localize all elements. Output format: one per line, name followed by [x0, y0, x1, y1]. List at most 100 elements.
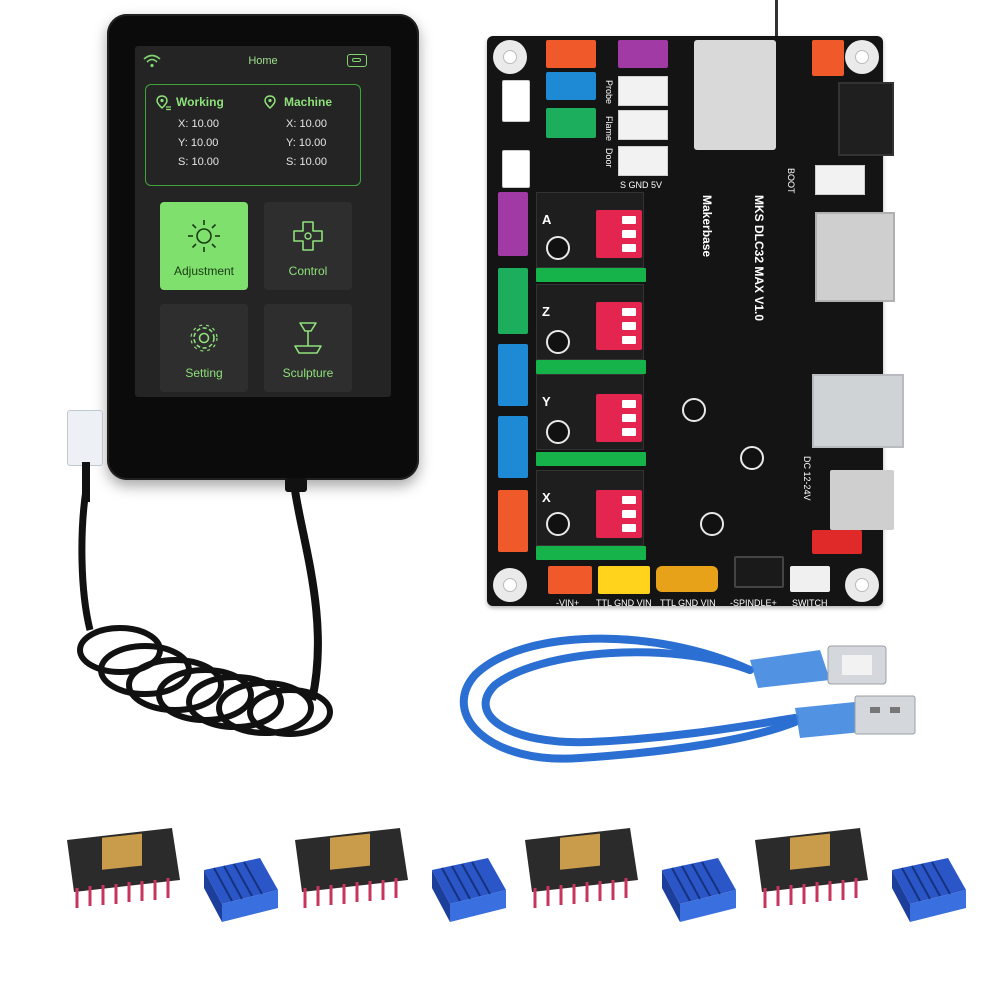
ttl-label-1: TTL GND VIN — [596, 598, 652, 608]
pin-header — [536, 452, 646, 466]
door-connector — [618, 146, 668, 176]
heatsink — [432, 858, 506, 922]
setting-tile[interactable]: Setting — [160, 304, 248, 392]
capacitor — [546, 420, 570, 444]
stepper-driver — [755, 828, 868, 908]
pin-header — [536, 360, 646, 374]
xt-connector — [656, 566, 718, 592]
spindle-label: -SPINDLE+ — [730, 598, 777, 608]
machine-s: S: 10.00 — [286, 156, 327, 168]
mounting-hole — [493, 568, 527, 602]
fuse-holder — [812, 530, 862, 554]
stepper-driver — [295, 828, 408, 908]
status-bar: Home — [135, 46, 391, 76]
green-connector — [546, 108, 596, 138]
capacitor — [682, 398, 706, 422]
location-pin-icon — [156, 95, 171, 111]
mounting-hole — [845, 40, 879, 74]
cable-stub — [82, 462, 90, 502]
probe-label: Probe — [604, 80, 614, 105]
position-panel: Working X: 10.00 Y: 10.00 S: 10.00 Machi… — [145, 84, 361, 186]
spindle-terminal — [734, 556, 784, 588]
mounting-hole — [493, 40, 527, 74]
screen-title: Home — [248, 55, 278, 67]
heatsink — [892, 858, 966, 922]
sun-icon — [188, 220, 220, 252]
rj-connector — [67, 410, 103, 466]
connection-icon[interactable] — [347, 54, 367, 67]
boot-connector — [815, 165, 865, 195]
x-motor-connector — [498, 490, 528, 552]
capacitor — [740, 446, 764, 470]
vin-label: -VIN+ — [556, 598, 580, 608]
stepper-driver — [67, 828, 180, 908]
sculpture-tile[interactable]: Sculpture — [264, 304, 352, 392]
board-model: MKS DLC32 MAX V1.0 — [752, 195, 766, 322]
dip-switch[interactable] — [596, 210, 642, 258]
white-side-connector — [502, 80, 530, 122]
gear-icon — [190, 324, 218, 352]
wifi-module — [694, 40, 776, 150]
sculpture-label: Sculpture — [282, 366, 334, 380]
working-coordinates: Working X: 10.00 Y: 10.00 S: 10.00 — [154, 95, 254, 168]
adjustment-tile[interactable]: Adjustment — [160, 202, 248, 290]
heatsink — [662, 858, 736, 922]
ttl-connector — [598, 566, 650, 594]
wifi-icon — [143, 54, 161, 68]
control-label: Control — [288, 264, 328, 278]
a-motor-connector — [498, 192, 528, 256]
sgnd-label: S GND 5V — [620, 180, 663, 190]
capacitor — [546, 512, 570, 536]
usb-cable — [459, 634, 916, 763]
board-brand: Makerbase — [700, 195, 714, 258]
stepper-driver — [525, 828, 638, 908]
mounting-hole — [845, 568, 879, 602]
y2-motor-connector — [498, 344, 528, 406]
dip-switch[interactable] — [596, 490, 642, 538]
switch-label: SWITCH — [792, 598, 828, 608]
switch-connector — [790, 566, 830, 592]
usb-port — [812, 374, 904, 448]
capacitor — [546, 236, 570, 260]
pin-header — [536, 268, 646, 282]
axis-label-a: A — [542, 212, 552, 227]
ttl-label-2: TTL GND VIN — [660, 598, 716, 608]
power-label: DC 12-24V — [802, 456, 812, 501]
power-jack — [838, 82, 894, 156]
machine-x: X: 10.00 — [286, 118, 327, 130]
capacitor — [546, 330, 570, 354]
vin-connector — [548, 566, 592, 594]
z-motor-connector — [498, 268, 528, 334]
capacitor — [700, 512, 724, 536]
working-x: X: 10.00 — [178, 118, 219, 130]
working-y: Y: 10.00 — [178, 137, 219, 149]
white-side-connector — [502, 150, 530, 188]
axis-label-z: Z — [542, 304, 550, 319]
axis-label-y: Y — [542, 394, 551, 409]
machine-coordinates: Machine X: 10.00 Y: 10.00 S: 10.00 — [262, 95, 362, 168]
laser-engrave-icon — [294, 322, 322, 354]
working-s: S: 10.00 — [178, 156, 219, 168]
dip-switch[interactable] — [596, 394, 642, 442]
flame-label: Flame — [604, 116, 614, 142]
location-pin-icon — [264, 95, 276, 110]
orange-connector — [546, 40, 596, 68]
touch-screen-display: Home Working X: 10.00 Y: 10.00 S: 10.00 — [135, 46, 391, 397]
door-label: Door — [604, 148, 614, 168]
setting-label: Setting — [185, 366, 223, 380]
control-tile[interactable]: Control — [264, 202, 352, 290]
heatsink — [204, 858, 278, 922]
dip-switch[interactable] — [596, 302, 642, 350]
working-heading: Working — [154, 95, 254, 111]
usb-b-plug — [750, 645, 887, 688]
y1-motor-connector — [498, 416, 528, 478]
axis-label-x: X — [542, 490, 551, 505]
dc-input-jack — [830, 470, 894, 530]
probe-connector — [618, 76, 668, 106]
flame-connector — [618, 110, 668, 140]
machine-heading: Machine — [262, 95, 362, 111]
purple-connector — [618, 40, 668, 68]
sd-card-slot — [815, 212, 895, 302]
orange-connector — [812, 40, 844, 76]
pin-header — [536, 546, 646, 560]
